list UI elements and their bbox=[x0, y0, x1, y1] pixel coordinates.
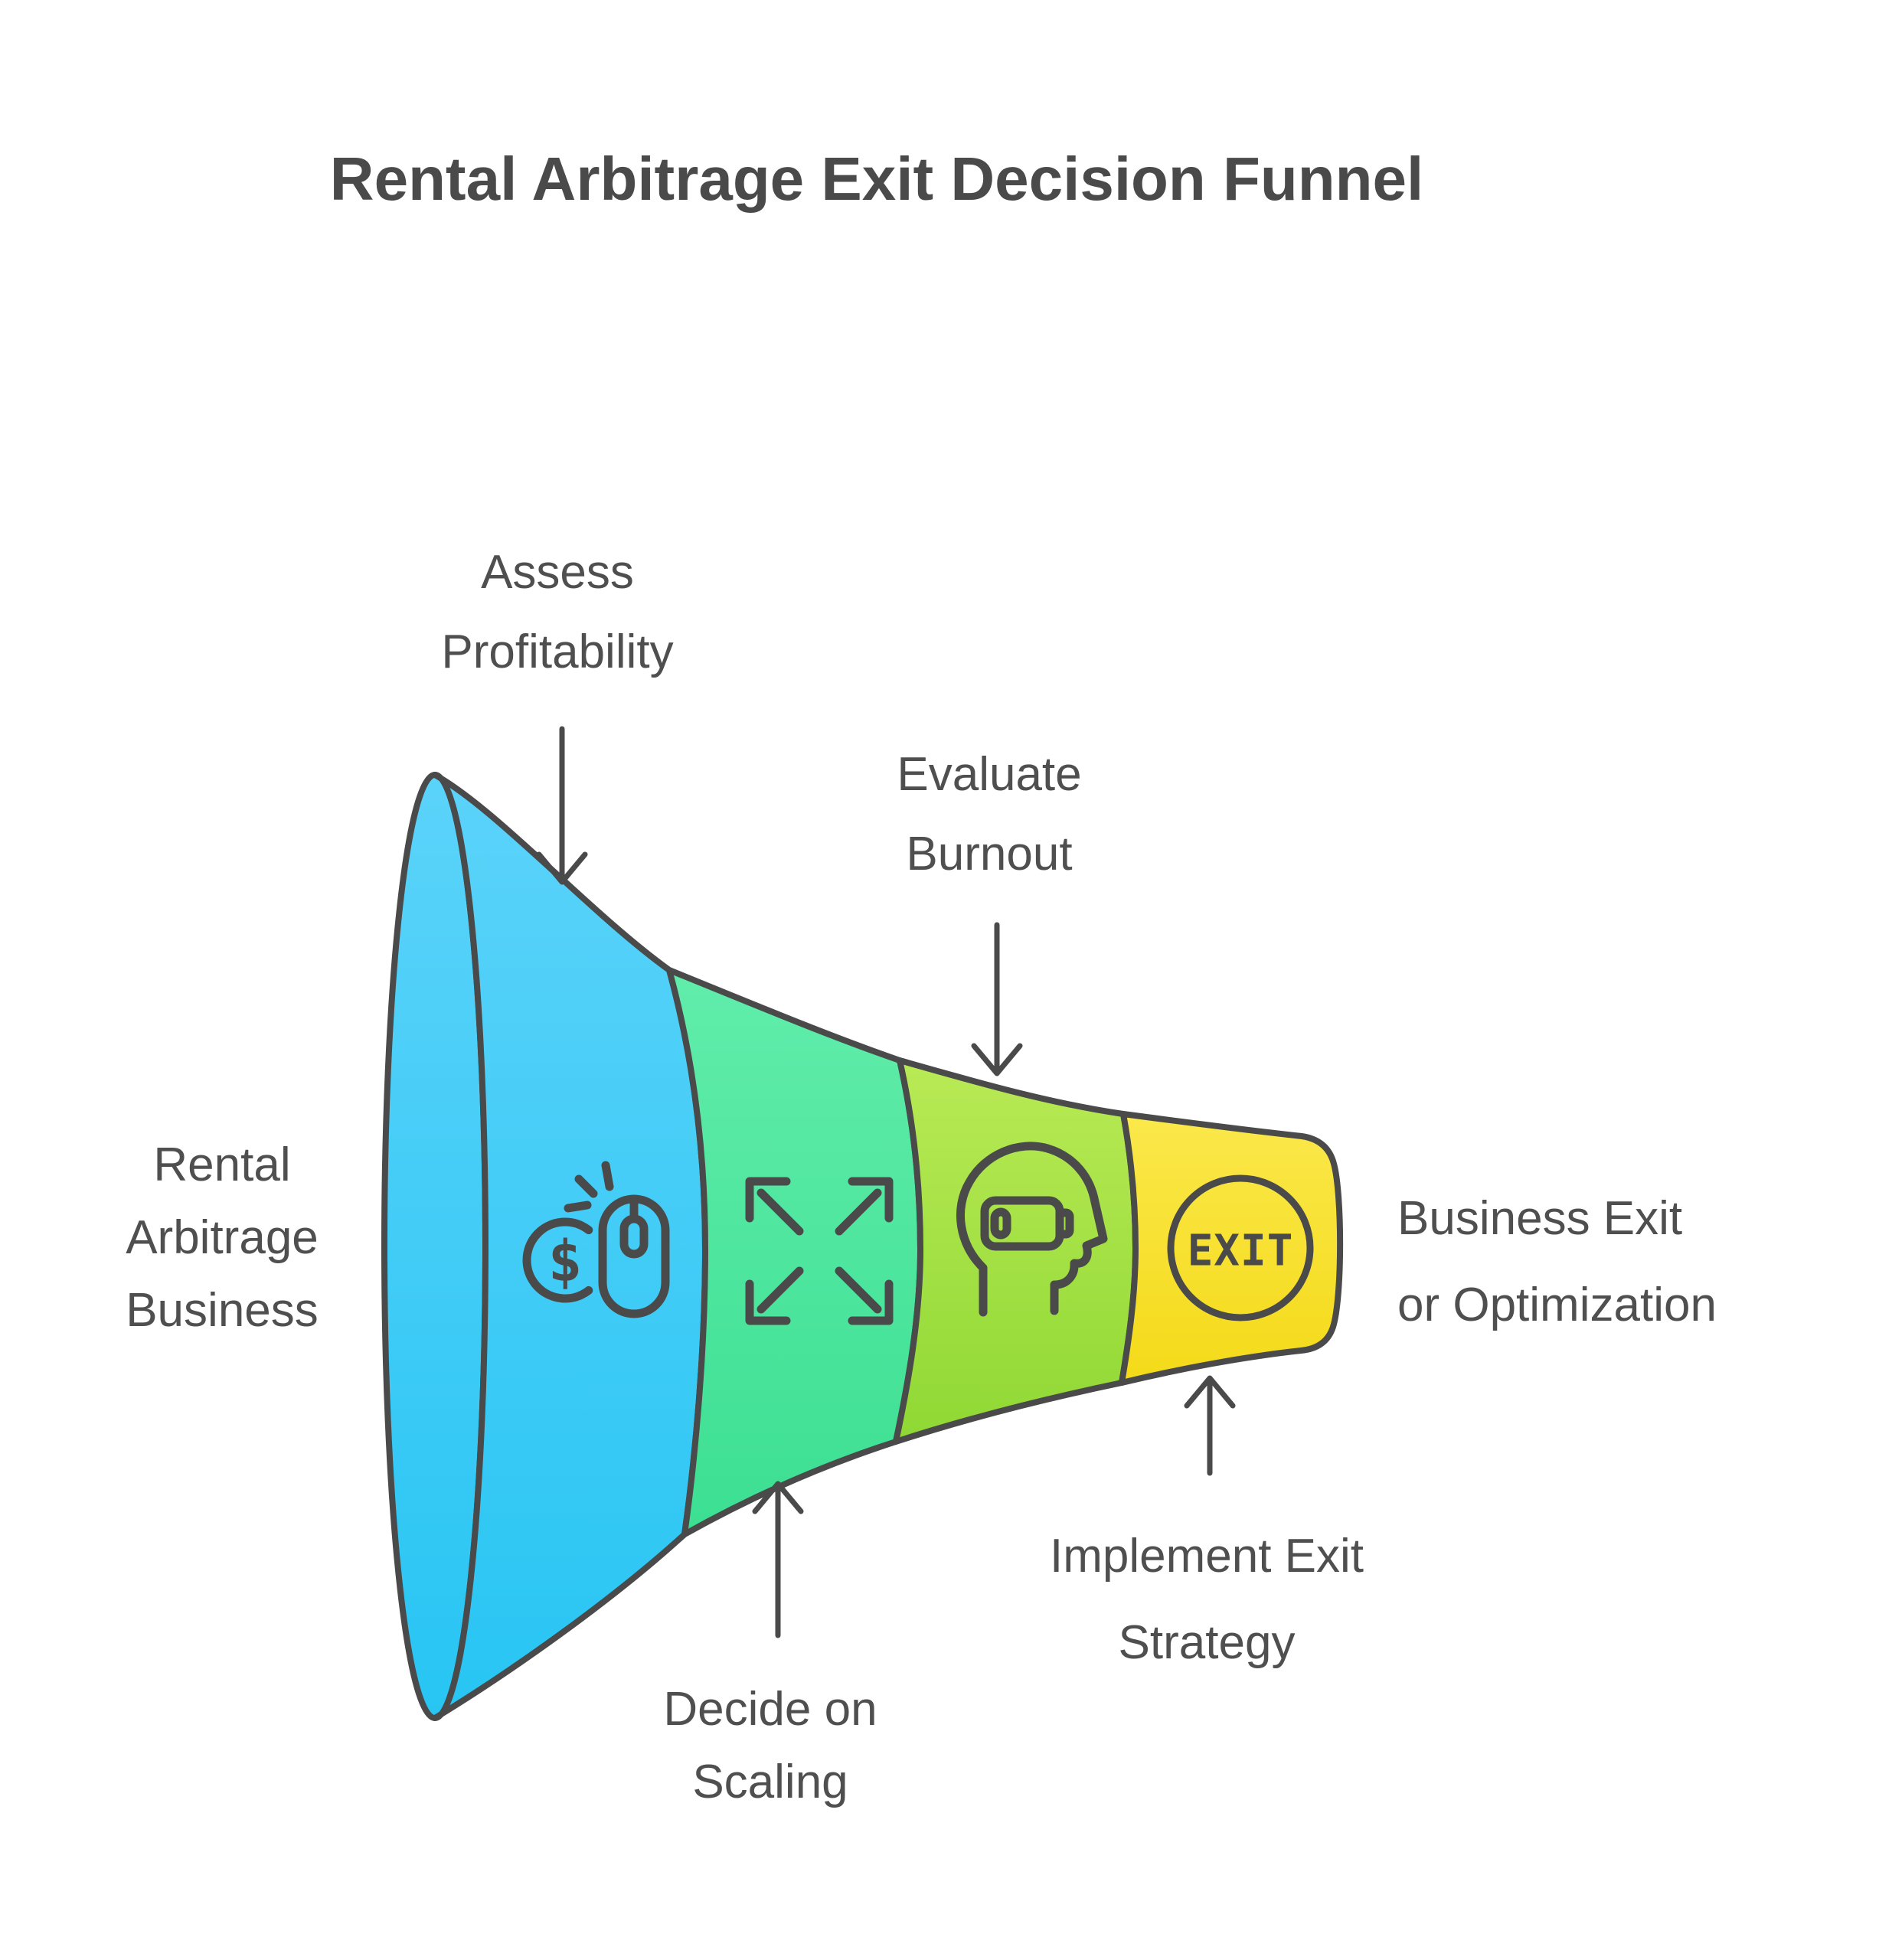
stage-label-line: Evaluate bbox=[897, 748, 1082, 801]
dollar-click-icon: $ bbox=[522, 1161, 670, 1318]
mouse-scroll-slot bbox=[619, 1214, 649, 1259]
input-label-line: Arbitrage bbox=[126, 1211, 319, 1264]
stage-icons: $ bbox=[522, 1142, 1314, 1325]
funnel-stage-decide-on-scaling-shape bbox=[666, 967, 923, 1537]
arrow-decide-on-scaling bbox=[752, 1481, 804, 1638]
arrow-implement-exit-strategy bbox=[1184, 1375, 1236, 1476]
page-title: Rental Arbitrage Exit Decision Funnel bbox=[329, 145, 1424, 213]
stage-label-assess-profitability: Assess Profitability bbox=[328, 533, 787, 692]
funnel-stage-evaluate-burnout-shape bbox=[893, 1057, 1139, 1445]
exit-sign-icon: EXIT bbox=[1167, 1174, 1314, 1321]
battery-low-bar bbox=[990, 1207, 1011, 1240]
exit-text: EXIT bbox=[1188, 1227, 1294, 1276]
head-profile bbox=[956, 1142, 1108, 1317]
stage-label-decide-on-scaling: Decide on Scaling bbox=[541, 1673, 1000, 1818]
callout-arrows bbox=[536, 726, 1236, 1638]
stage-label-line: Assess bbox=[481, 546, 634, 599]
funnel-output-label: Business Exit or Optimization bbox=[1397, 1175, 1879, 1348]
stage-label-line: Burnout bbox=[906, 828, 1073, 880]
exit-circle bbox=[1167, 1174, 1314, 1321]
arrow-evaluate-burnout bbox=[971, 922, 1023, 1076]
funnel-stage-implement-exit-shape bbox=[1119, 1111, 1344, 1386]
output-label-line: or Optimization bbox=[1397, 1279, 1717, 1331]
input-label-line: Rental bbox=[153, 1138, 291, 1191]
stage-label-line: Scaling bbox=[692, 1756, 848, 1808]
click-spark-icon bbox=[564, 1200, 592, 1213]
battery-terminal bbox=[1055, 1208, 1074, 1239]
stage-label-line: Decide on bbox=[663, 1683, 877, 1736]
stage-label-line: Profitability bbox=[441, 626, 674, 678]
stage-label-line: Strategy bbox=[1118, 1616, 1296, 1669]
click-spark-icon bbox=[601, 1161, 614, 1191]
stage-label-implement-exit-strategy: Implement Exit Strategy bbox=[977, 1513, 1436, 1686]
coin-icon bbox=[522, 1217, 593, 1303]
stage-label-line: Implement Exit bbox=[1049, 1530, 1364, 1583]
input-label-line: Business bbox=[126, 1284, 319, 1337]
funnel-input-label: Rental Arbitrage Business bbox=[0, 1129, 444, 1347]
arrow-assess-profitability bbox=[536, 726, 588, 885]
expand-arrows-icon bbox=[745, 1177, 894, 1325]
click-spark-icon bbox=[574, 1174, 598, 1198]
funnel-body bbox=[381, 772, 1344, 1721]
stage-label-evaluate-burnout: Evaluate Burnout bbox=[760, 735, 1219, 894]
dollar-glyph: $ bbox=[548, 1229, 583, 1295]
burnout-head-icon bbox=[956, 1142, 1108, 1317]
output-label-line: Business Exit bbox=[1397, 1192, 1683, 1245]
